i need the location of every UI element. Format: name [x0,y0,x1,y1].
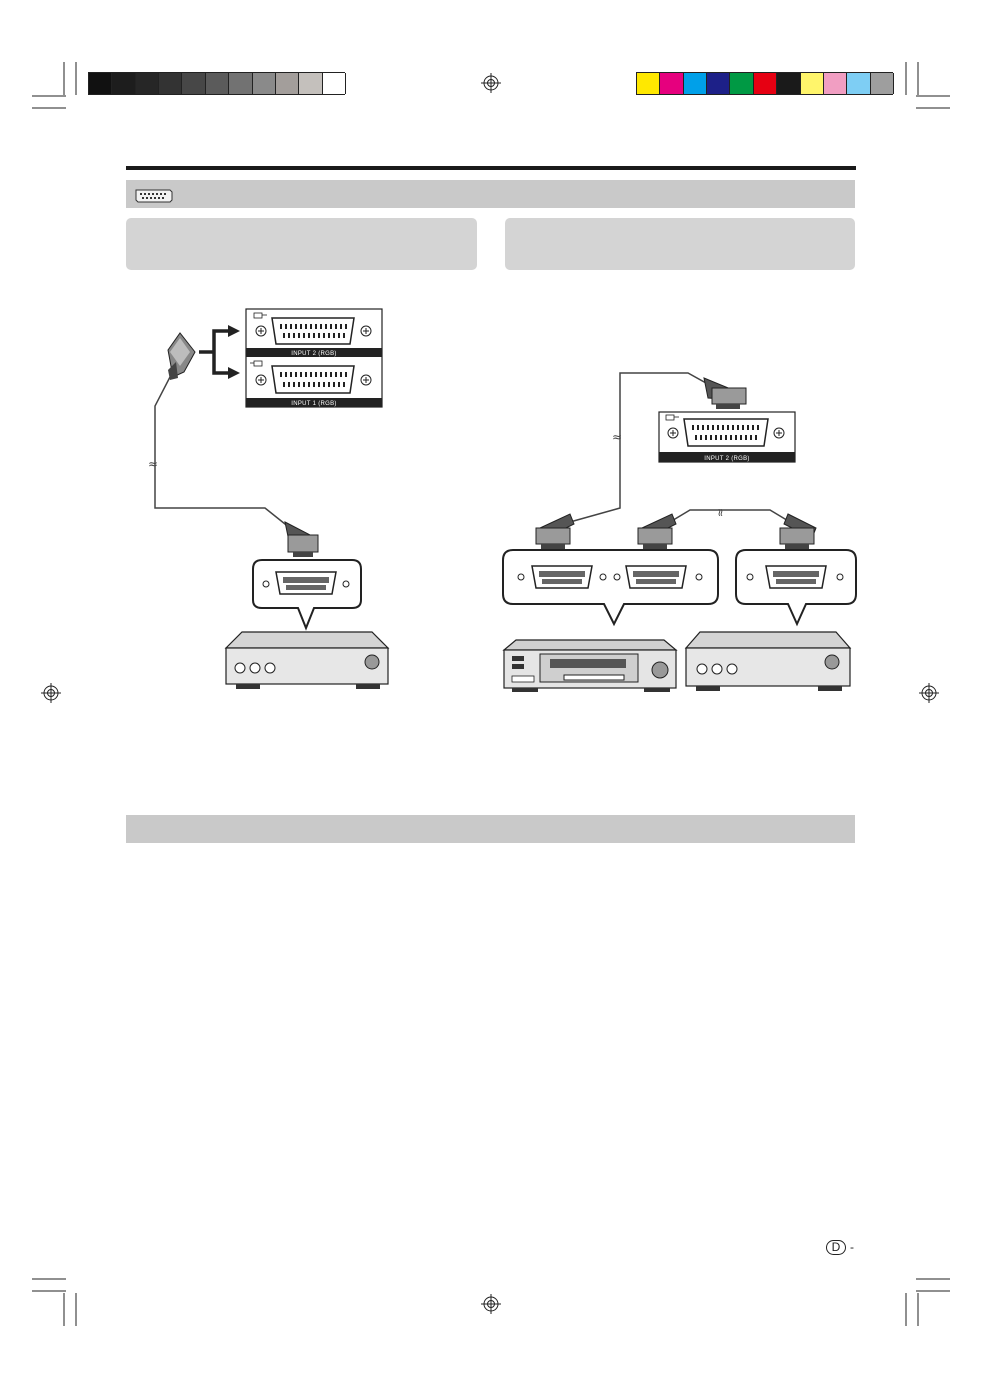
section-header-bar-2 [126,815,855,843]
video-recorder-illustration [502,639,678,692]
grayscale-swatch [205,73,230,94]
decoder-scart-callout [735,549,857,627]
color-swatch [777,73,801,94]
grayscale-swatch [159,73,183,94]
color-swatch [847,73,871,94]
scart-plug-tv-side [167,332,196,380]
page-number-suffix: - [850,1240,854,1254]
tv-scart-terminal: INPUT 2 (RGB) [658,411,796,463]
color-swatch [637,73,661,94]
scart-plug-decoder [779,513,817,549]
grayscale-swatch [299,73,323,94]
input-1-rgb-label: INPUT 1 (RGB) [291,401,336,407]
decoder-device-illustration [684,631,852,691]
scart-plug-recorder-out [535,513,575,549]
input-2-rgb-label: INPUT 2 (RGB) [291,351,336,357]
section-header-bar [126,180,855,208]
header-rule [126,166,856,170]
device-scart-callout [252,559,362,631]
color-swatch [753,73,778,94]
grayscale-swatch [322,73,346,94]
scart-plug-device-side [284,521,319,557]
left-subheader-panel [126,218,477,270]
grayscale-swatch [275,73,300,94]
input-2-rgb-label: INPUT 2 (RGB) [704,456,749,462]
color-swatch [660,73,684,94]
color-swatch [823,73,848,94]
right-connection-diagram: ≈ ≈ INPUT 2 (RGB) [502,372,857,692]
external-device-illustration [224,631,390,689]
svg-text:≈: ≈ [612,430,622,444]
arrow-icon [199,329,230,375]
grayscale-swatch [112,73,136,94]
svg-text:≈: ≈ [714,508,727,517]
grayscale-swatch [182,73,206,94]
recorder-scart-callout [502,549,719,627]
grayscale-swatch [89,73,113,94]
left-connection-diagram: INPUT 2 (RGB) INPUT 1 (RGB) ≈ [148,308,390,689]
color-swatch [730,73,754,94]
color-calibration-bar [636,72,894,95]
color-swatch [707,73,731,94]
color-swatch [800,73,824,94]
scart-plug-tv-side [703,377,747,409]
grayscale-swatch [229,73,253,94]
scart-icon [135,189,173,203]
color-swatch [683,73,708,94]
page-badge: D [826,1240,846,1255]
scart-plug-recorder-in [637,513,677,549]
grayscale-calibration-bar [88,72,346,95]
svg-text:≈: ≈ [148,457,158,471]
right-subheader-panel [505,218,855,270]
tv-scart-terminals: INPUT 2 (RGB) INPUT 1 (RGB) [245,308,383,408]
color-swatch [870,73,894,94]
grayscale-swatch [135,73,160,94]
grayscale-swatch [252,73,276,94]
